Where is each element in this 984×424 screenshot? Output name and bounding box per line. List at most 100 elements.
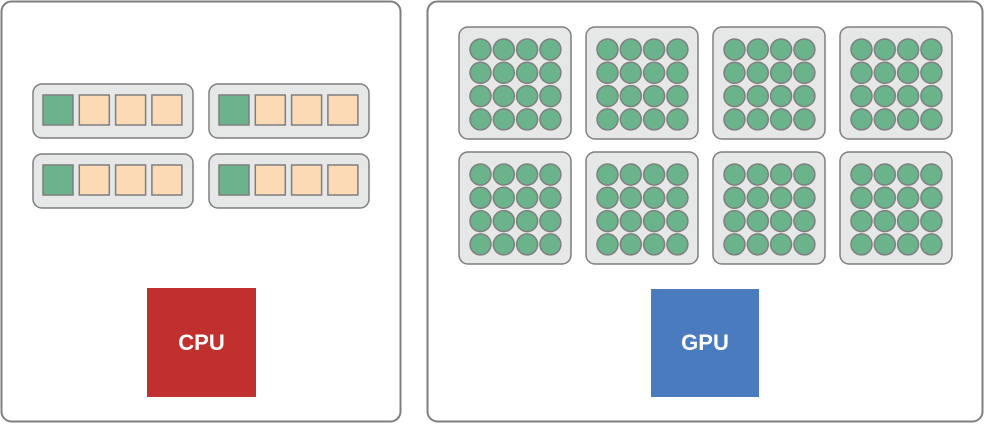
cpu-alu-cell [114, 94, 147, 126]
gpu-core [619, 84, 643, 108]
gpu-core [642, 108, 666, 131]
gpu-core [539, 163, 562, 186]
cpu-alu-cell [151, 94, 183, 126]
gpu-core [873, 38, 897, 61]
gpu-core [793, 38, 816, 61]
gpu-core [515, 38, 539, 61]
gpu-core [539, 84, 562, 108]
gpu-core [896, 61, 920, 85]
gpu-core [515, 108, 539, 131]
gpu-core [666, 233, 689, 256]
gpu-core [619, 61, 643, 85]
gpu-core [539, 186, 562, 210]
gpu-core [723, 108, 746, 131]
cpu-alu-cell [290, 94, 323, 126]
gpu-core [920, 108, 943, 131]
gpu-core [850, 108, 873, 131]
gpu-core [746, 233, 770, 256]
gpu-core [746, 163, 770, 186]
gpu-core [896, 108, 920, 131]
gpu-core [873, 186, 897, 210]
gpu-core [746, 38, 770, 61]
gpu-core [746, 108, 770, 131]
gpu-core [746, 209, 770, 233]
gpu-core [539, 209, 562, 233]
gpu-core [746, 186, 770, 210]
gpu-core [920, 186, 943, 210]
gpu-core [723, 186, 746, 210]
gpu-core [746, 61, 770, 85]
gpu-core [723, 163, 746, 186]
gpu-core [666, 209, 689, 233]
gpu-core [769, 186, 793, 210]
gpu-core [746, 84, 770, 108]
gpu-core [619, 38, 643, 61]
cpu-core-groups [32, 83, 370, 209]
gpu-core [873, 84, 897, 108]
gpu-core [596, 108, 619, 131]
gpu-core [793, 108, 816, 131]
gpu-core [492, 61, 516, 85]
gpu-core [596, 186, 619, 210]
gpu-core [896, 38, 920, 61]
gpu-core [539, 38, 562, 61]
gpu-core [469, 163, 492, 186]
cpu-alu-cell [327, 94, 359, 126]
gpu-core [896, 209, 920, 233]
gpu-core [850, 84, 873, 108]
gpu-core [920, 233, 943, 256]
gpu-core [515, 163, 539, 186]
gpu-core [539, 233, 562, 256]
gpu-core [642, 233, 666, 256]
gpu-core [896, 233, 920, 256]
gpu-core [539, 108, 562, 131]
cpu-alu-cell [254, 94, 287, 126]
gpu-core [850, 163, 873, 186]
gpu-core [642, 38, 666, 61]
gpu-core [723, 84, 746, 108]
gpu-core [515, 186, 539, 210]
gpu-core [793, 209, 816, 233]
gpu-core [469, 61, 492, 85]
gpu-core [515, 84, 539, 108]
cpu-alu-cell [254, 164, 287, 196]
gpu-core [539, 61, 562, 85]
gpu-core [850, 38, 873, 61]
cpu-control-unit [218, 164, 250, 196]
gpu-core [469, 38, 492, 61]
gpu-core [793, 233, 816, 256]
cpu-alu-cell [327, 164, 359, 196]
gpu-core [850, 186, 873, 210]
gpu-core [896, 186, 920, 210]
gpu-core [492, 108, 516, 131]
gpu-core [492, 84, 516, 108]
gpu-core [920, 209, 943, 233]
gpu-core [769, 108, 793, 131]
gpu-core [492, 38, 516, 61]
gpu-core [769, 84, 793, 108]
gpu-core [666, 61, 689, 85]
gpu-core [769, 233, 793, 256]
cpu-control-unit [42, 164, 74, 196]
gpu-core [469, 84, 492, 108]
gpu-core [896, 163, 920, 186]
gpu-core [515, 209, 539, 233]
gpu-core [642, 186, 666, 210]
gpu-core [492, 233, 516, 256]
gpu-core [769, 61, 793, 85]
gpu-core [873, 209, 897, 233]
gpu-core [723, 209, 746, 233]
gpu-core [619, 233, 643, 256]
cpu-alu-cell [290, 164, 323, 196]
gpu-chip [651, 289, 759, 397]
gpu-core [666, 38, 689, 61]
gpu-core [596, 163, 619, 186]
gpu-core [515, 233, 539, 256]
cpu-control-unit [42, 94, 74, 126]
cpu-alu-cell [78, 94, 111, 126]
gpu-core [596, 61, 619, 85]
gpu-core [769, 209, 793, 233]
gpu-core [642, 163, 666, 186]
gpu-core [666, 186, 689, 210]
